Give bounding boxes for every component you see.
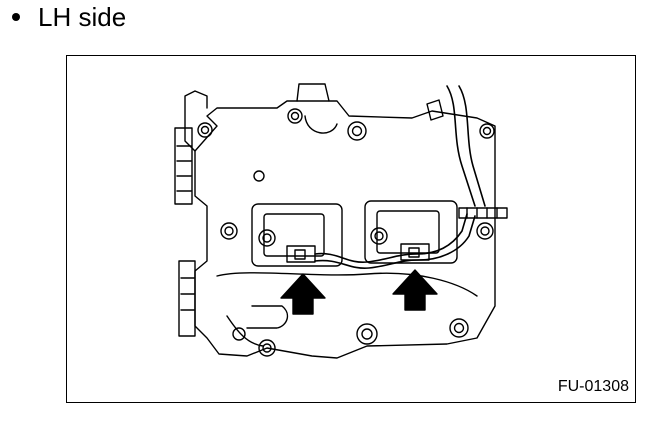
arrow-right-injector [392,269,438,311]
left-bracket [184,90,208,152]
bolt-bosses [197,108,495,357]
injector-pocket-right [364,200,458,264]
bullet-dot-icon [12,13,20,21]
wiring-harness [314,213,468,263]
section-heading: LH side [10,0,126,34]
engine-diagram: FU-01308 [66,55,636,403]
figure-code: FU-01308 [557,378,629,395]
intake-manifold-illustration [174,83,508,359]
injector-pocket-left [251,203,343,267]
coolant-hose [446,85,476,207]
manifold-body [194,100,496,359]
top-duct [296,83,330,102]
arrow-left-injector [280,273,326,315]
heading-text: LH side [38,2,127,32]
